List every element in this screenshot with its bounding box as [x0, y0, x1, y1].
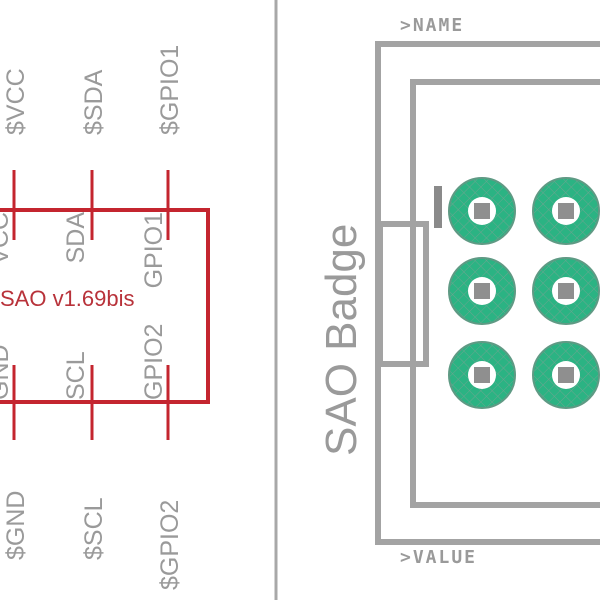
net-label-gpio1: $GPIO1 [156, 45, 184, 135]
name-placeholder: >NAME [400, 15, 464, 36]
value-placeholder: >VALUE [400, 547, 477, 568]
pad[interactable] [448, 177, 516, 245]
part-name-label: SAO v1.69bis [0, 286, 135, 311]
pad[interactable] [448, 257, 516, 325]
pad[interactable] [532, 257, 600, 325]
pad-center [558, 283, 574, 299]
pad[interactable] [532, 177, 600, 245]
keying-notch [377, 221, 429, 367]
pad[interactable] [532, 341, 600, 409]
schematic-view: $VCC $SDA $GPIO1 $GND $SCL $GPIO2 VCC SD… [0, 45, 210, 590]
pin-name-gnd: GND [0, 344, 14, 400]
pad[interactable] [448, 341, 516, 409]
symbol-body[interactable] [0, 208, 210, 404]
package-label: SAO Badge [317, 224, 366, 456]
pin-name-sda: SDA [62, 212, 90, 264]
pad-center [474, 283, 490, 299]
net-label-sda: $SDA [80, 69, 108, 135]
pin-name-gpio1: GPIO1 [140, 212, 168, 288]
pad-center [558, 367, 574, 383]
net-label-gpio2: $GPIO2 [156, 500, 184, 590]
pin-name-vcc: VCC [0, 212, 14, 265]
pad-grid [448, 177, 600, 409]
net-label-scl: $SCL [80, 497, 108, 560]
pad-center [558, 203, 574, 219]
pin-name-scl: SCL [62, 351, 90, 400]
pad-center [474, 367, 490, 383]
net-label-vcc: $VCC [2, 68, 30, 135]
net-label-gnd: $GND [2, 491, 30, 560]
outline-inner[interactable] [410, 79, 600, 508]
pin1-marker [434, 186, 442, 228]
pin-name-gpio2: GPIO2 [140, 324, 168, 400]
board-view: SAO Badge >NAME >VALUE [317, 15, 600, 568]
pad-center [474, 203, 490, 219]
